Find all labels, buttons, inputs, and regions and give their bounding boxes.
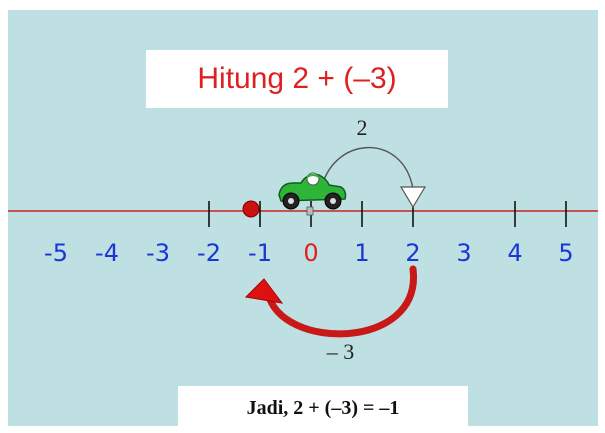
jump-forward-arc bbox=[320, 146, 414, 192]
car-hub-rear bbox=[288, 198, 294, 204]
result-marker bbox=[242, 200, 260, 218]
tick-label--2: -2 bbox=[197, 239, 221, 267]
tick-label--4: -4 bbox=[95, 239, 119, 267]
jump-forward-arrowhead bbox=[399, 186, 427, 209]
tick-label-2: 2 bbox=[405, 239, 420, 267]
tick-label--3: -3 bbox=[146, 239, 170, 267]
car-hub-front bbox=[330, 198, 336, 204]
jump-back-arrowhead bbox=[244, 278, 284, 304]
jump-forward-label: 2 bbox=[357, 115, 368, 140]
tick-label-0: 0 bbox=[303, 239, 318, 267]
jump-back-label: – 3 bbox=[326, 339, 355, 364]
tick-label--5: -5 bbox=[44, 239, 68, 267]
helmet-stripe bbox=[306, 174, 320, 178]
tick-label-3: 3 bbox=[456, 239, 471, 267]
slide: Hitung 2 + (–3) -5 -4 -3 -2 -1 0 1 2 3 4 5 2 – 3 Jad… bbox=[8, 10, 598, 426]
tick-label-5: 5 bbox=[558, 239, 573, 267]
jump-back-arc bbox=[264, 265, 417, 338]
tick-label-1: 1 bbox=[354, 239, 369, 267]
green-race-car-icon bbox=[278, 172, 347, 216]
tick-label--1: -1 bbox=[248, 239, 272, 267]
result-box: Jadi, 2 + (–3) = –1 bbox=[178, 386, 468, 426]
title: Hitung 2 + (–3) bbox=[197, 62, 397, 95]
title-box: Hitung 2 + (–3) bbox=[146, 50, 448, 108]
car-stand bbox=[306, 206, 314, 216]
result-text: Jadi, 2 + (–3) = –1 bbox=[246, 396, 400, 419]
tick-label-4: 4 bbox=[507, 239, 522, 267]
number-line-diagram: -5 -4 -3 -2 -1 0 1 2 3 4 5 2 – 3 bbox=[8, 115, 598, 364]
